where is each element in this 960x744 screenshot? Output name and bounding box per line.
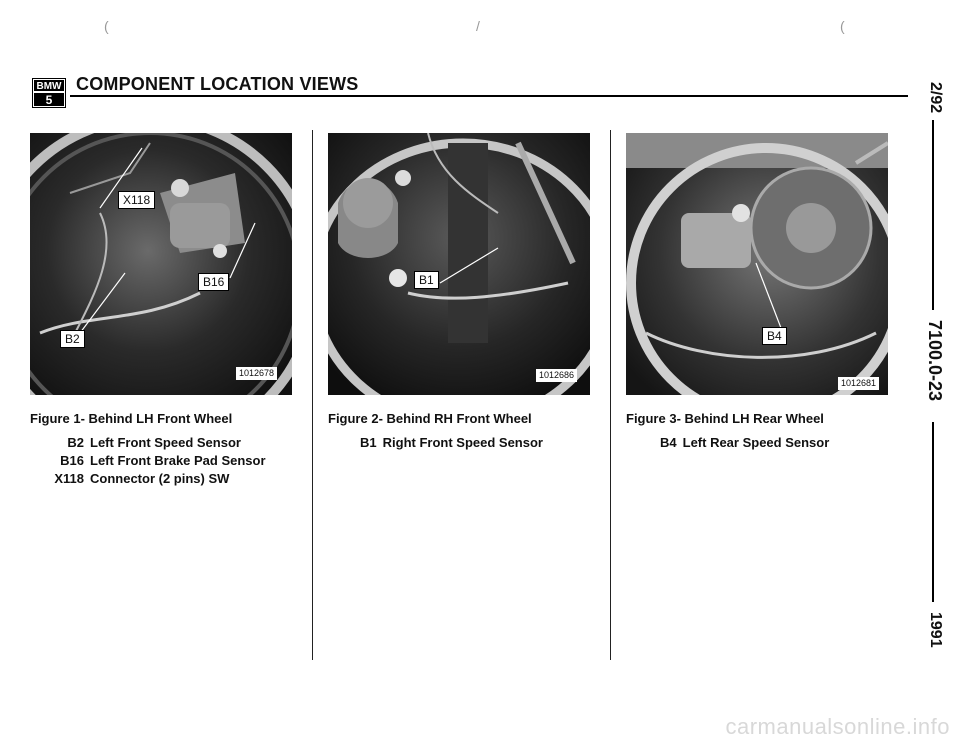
logo-brand-text: BMW [37,81,63,92]
revision-date: 2/92 [927,82,944,114]
photo-number: 1012678 [236,367,278,380]
figure-1-caption: Figure 1- Behind LH Front Wheel [30,411,233,426]
page-info-strip: 2/92 7100.0-23 1991 [918,80,948,660]
watermark: carmanualsonline.info [725,714,950,739]
legend-item: X118 Connector (2 pins) SW [40,470,266,488]
callout-b2: B2 [60,330,85,348]
legend-item: B16 Left Front Brake Pad Sensor [40,452,266,470]
page-number: 7100.0-23 [925,320,945,402]
figure-1-photo: X118 B16 B2 1012678 [30,133,292,395]
scan-speck: / [476,18,480,34]
legend-code: B1 [360,435,377,450]
callout-x118: X118 [118,191,156,209]
legend-text: Connector (2 pins) SW [90,471,230,486]
model-year: 1991 [927,612,944,648]
figure-2-legend: B1 Right Front Speed Sensor [360,434,543,452]
legend-item: B1 Right Front Speed Sensor [360,434,543,452]
legend-code: B2 [67,435,84,450]
header-rule [70,95,908,97]
legend-code: X118 [54,471,84,486]
legend-text: Left Front Speed Sensor [90,435,241,450]
legend-text: Left Front Brake Pad Sensor [90,453,266,468]
figure-3-photo: B4 1012681 [626,133,888,395]
side-rule [932,120,934,310]
figure-2-photo: B1 1012686 [328,133,590,395]
callout-b1: B1 [414,271,439,289]
legend-item: B2 Left Front Speed Sensor [40,434,266,452]
photo-number: 1012686 [536,369,578,382]
logo-series-text: 5 [46,93,53,107]
photo-number: 1012681 [838,377,880,390]
legend-code: B16 [60,453,84,468]
page-title: COMPONENT LOCATION VIEWS [76,74,359,94]
figure-1-legend: B2 Left Front Speed Sensor B16 Left Fron… [40,434,266,488]
scan-speck: ( [840,18,845,34]
figure-3-caption: Figure 3- Behind LH Rear Wheel [626,411,824,426]
column-divider [610,130,611,660]
bmw-5-series-logo: BMW 5 [32,78,66,108]
figure-3-legend: B4 Left Rear Speed Sensor [660,434,829,452]
scan-speck: ( [104,18,109,34]
legend-text: Right Front Speed Sensor [382,435,543,450]
callout-b4: B4 [762,327,787,345]
legend-code: B4 [660,435,677,450]
figure-2-caption: Figure 2- Behind RH Front Wheel [328,411,532,426]
side-rule [932,422,934,602]
callout-b16: B16 [198,273,230,291]
legend-text: Left Rear Speed Sensor [682,435,830,450]
column-divider [312,130,313,660]
legend-item: B4 Left Rear Speed Sensor [660,434,829,452]
